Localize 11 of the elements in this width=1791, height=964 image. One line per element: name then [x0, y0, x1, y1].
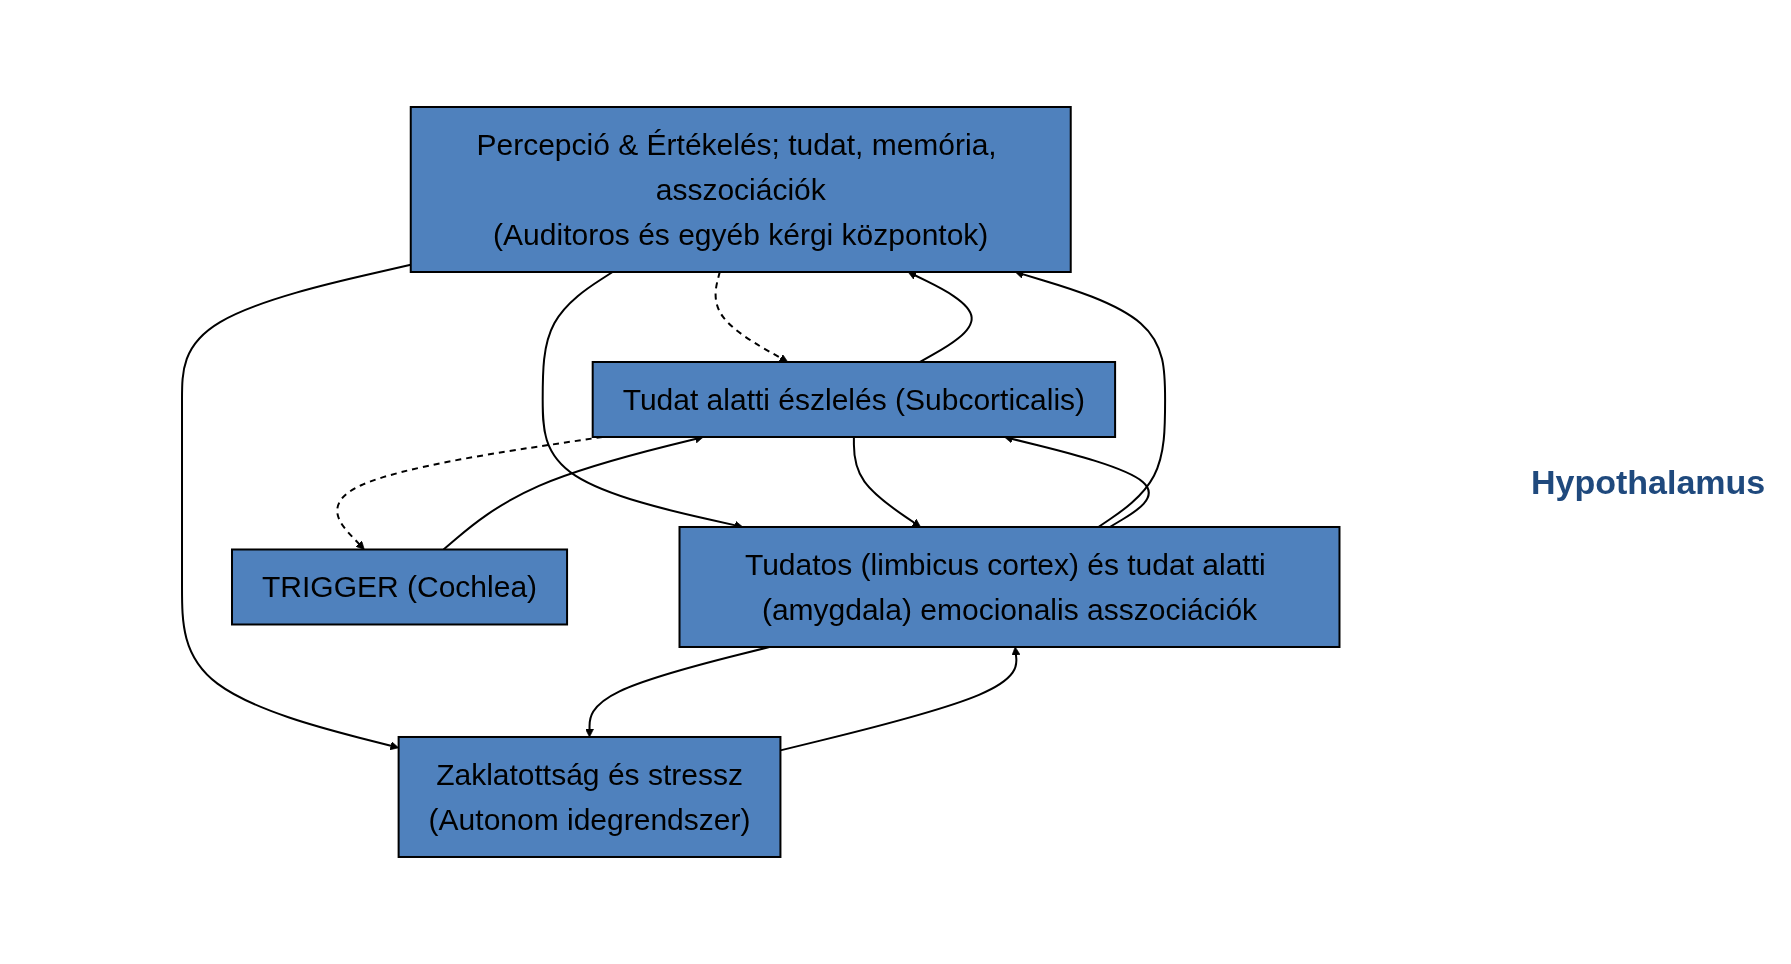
region-label: Hypothalamus: [1531, 462, 1766, 502]
arrow: [714, 271, 788, 363]
arrow: [584, 646, 771, 738]
node-box: Tudatos (limbicus cortex) és tudat alatti (amygdala) emocionalis asszociációk: [678, 526, 1341, 648]
arrow: [180, 263, 412, 751]
node-box: Zaklatottság és stressz (Autonom idegrendszer): [397, 736, 782, 858]
node-box: Percepció & Értékelés; tudat, memória, asszociációk (Auditoros és egyéb kérgi központok): [409, 106, 1072, 273]
arrow: [907, 271, 973, 363]
node-box: TRIGGER (Cochlea): [230, 548, 568, 626]
arrow: [852, 436, 921, 528]
node-box: Tudat alatti észlelés (Subcorticalis): [591, 361, 1116, 438]
